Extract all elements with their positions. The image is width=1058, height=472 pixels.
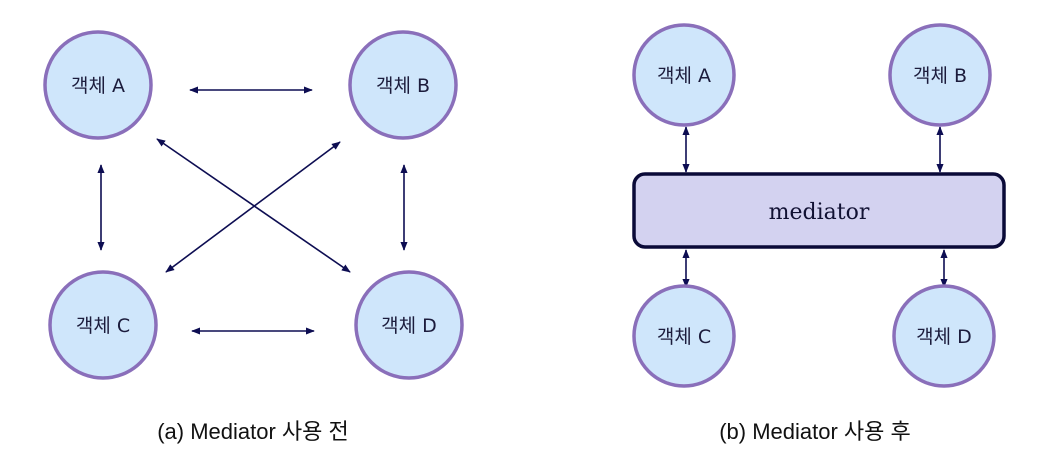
after-node-a: 객체 A [632, 23, 736, 127]
arrow-b-c [165, 141, 341, 273]
mediator-box: mediator [632, 172, 1006, 249]
before-node-a-label: 객체 A [71, 75, 125, 97]
before-node-b-label: 객체 B [376, 75, 430, 97]
after-node-b: 객체 B [888, 23, 992, 127]
after-caption: (b) Mediator 사용 후 [719, 419, 911, 444]
before-diagram: 객체 A 객체 B 객체 C 객체 D (a) Mediator 사용 전 [43, 30, 464, 444]
arrow-a-d [156, 138, 351, 273]
after-node-c: 객체 C [632, 284, 736, 388]
before-node-d-label: 객체 D [381, 315, 437, 337]
mediator-label: mediator [769, 200, 870, 225]
after-node-b-label: 객체 B [913, 65, 967, 87]
before-node-d: 객체 D [354, 270, 464, 380]
after-node-d-label: 객체 D [916, 326, 972, 348]
before-node-c-label: 객체 C [76, 315, 130, 337]
before-node-a: 객체 A [43, 30, 153, 140]
before-caption: (a) Mediator 사용 전 [157, 419, 349, 444]
before-node-b: 객체 B [348, 30, 458, 140]
after-node-a-label: 객체 A [657, 65, 711, 87]
after-node-d: 객체 D [892, 284, 996, 388]
after-node-c-label: 객체 C [657, 326, 711, 348]
after-diagram: mediator 객체 A 객체 B 객체 C 객체 D (b) Mediato… [632, 23, 1006, 444]
before-node-c: 객체 C [48, 270, 158, 380]
